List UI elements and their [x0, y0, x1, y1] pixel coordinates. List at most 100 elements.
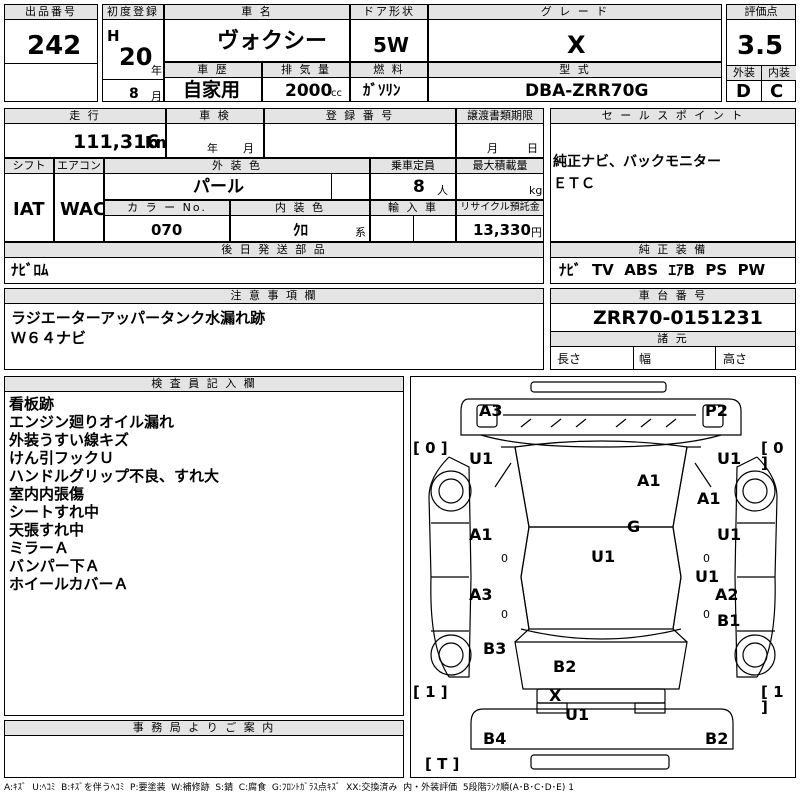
- damage-mark: U1: [565, 705, 590, 724]
- inspector-note-line: シートすれ中: [9, 503, 100, 521]
- score: 3.5: [737, 31, 784, 61]
- height-label: 高さ: [723, 352, 748, 366]
- chassis-label: 車 台 番 号: [551, 289, 795, 304]
- transfer-day-unit: 日: [527, 142, 538, 155]
- color-number-label: カ ラ ー No.: [105, 201, 229, 216]
- damage-mark: A2: [715, 585, 739, 604]
- displacement: 2000: [285, 81, 333, 101]
- damage-mark: U1: [591, 547, 616, 566]
- damage-mark: A1: [697, 489, 721, 508]
- notes-label: 注 意 事 項 欄: [5, 289, 543, 304]
- registration-number-label: 登 録 番 号: [265, 109, 455, 124]
- inspector-note-line: ホイールカバーＡ: [9, 575, 129, 593]
- small-marker: 0: [501, 608, 508, 621]
- fuel: ｶﾞｿﾘﾝ: [363, 81, 401, 99]
- exterior-color-box: 外 装 色 パール: [104, 158, 370, 200]
- recycle-box: リサイクル預託金 13,330 円: [456, 200, 544, 242]
- inspector-box: 検 査 員 記 入 欄 看板跡エンジン廻りオイル漏れ外装うすい線キズけん引フック…: [4, 376, 404, 716]
- score-box: 評価点 3.5 外装 内装 D C: [726, 4, 796, 102]
- displacement-unit: cc: [331, 88, 342, 99]
- damage-mark: A3: [469, 585, 493, 604]
- capacity-unit: 人: [437, 184, 448, 197]
- small-marker: 0: [501, 552, 508, 565]
- exterior-color-label: 外 装 色: [105, 159, 369, 174]
- exterior-grade: D: [736, 81, 751, 102]
- inspector-note-line: 看板跡: [9, 395, 55, 413]
- interior-label: 内装: [761, 66, 796, 81]
- import-label: 輸 入 車: [371, 201, 455, 216]
- shift-box: シフト IAT: [4, 158, 54, 242]
- legend: A:ｷｽﾞ U:ﾍｺﾐ B:ｷｽﾞを伴うﾍｺﾐ P:要塗装 W:補修跡 S:錆 …: [4, 783, 574, 793]
- damage-mark: B2: [705, 729, 729, 748]
- grade-box: グ レ ー ド X: [428, 4, 722, 62]
- note-line: Ｗ６４ナビ: [11, 329, 87, 347]
- damage-mark: G: [627, 517, 641, 536]
- exterior-color: パール: [193, 177, 244, 197]
- history: 自家用: [183, 79, 241, 101]
- sales-point-line: ＥＴＣ: [553, 176, 595, 192]
- interior-color: ｸﾛ: [293, 221, 309, 239]
- recycle-unit: 円: [531, 226, 542, 239]
- mileage-unit: km: [145, 133, 173, 152]
- inspector-note-line: 外装うすい線キズ: [9, 431, 130, 449]
- inspector-note-line: エンジン廻りオイル漏れ: [9, 413, 175, 431]
- grade: X: [567, 31, 586, 59]
- transfer-deadline-label: 譲渡書類期限: [457, 109, 543, 124]
- door-type: 5W: [373, 33, 409, 57]
- lot-number-box: 出品番号 242: [4, 4, 98, 102]
- inspector-note-line: 室内内張傷: [9, 485, 85, 503]
- inspector-label: 検 査 員 記 入 欄: [5, 377, 403, 392]
- ac: WAC: [60, 199, 107, 220]
- model-label: 型 式: [429, 63, 721, 78]
- mileage-label: 走 行: [5, 109, 165, 124]
- later-parts-label: 後 日 発 送 部 品: [5, 243, 543, 258]
- recycle-label: リサイクル預託金: [457, 201, 543, 216]
- color-number-box: カ ラ ー No. 070: [104, 200, 230, 242]
- chassis-number: ZRR70-0151231: [593, 307, 763, 329]
- lot-number-label: 出品番号: [5, 5, 97, 20]
- panel-count-bracket: [ 0 ]: [413, 439, 448, 457]
- damage-mark: U1: [469, 449, 494, 468]
- model-box: 型 式 DBA-ZRR70G: [428, 62, 722, 102]
- inspection-month-unit: 月: [243, 142, 254, 155]
- small-marker: 0: [703, 552, 710, 565]
- inspector-note-line: ミラーＡ: [9, 539, 70, 557]
- damage-mark: P2: [705, 401, 728, 420]
- import-box: 輸 入 車: [370, 200, 456, 242]
- panel-count-bracket: [ 1 ]: [413, 683, 448, 701]
- year-unit: 年: [151, 64, 162, 77]
- equipment-label: 純 正 装 備: [551, 243, 795, 258]
- max-load-box: 最大積載量 kg: [456, 158, 544, 200]
- mileage-box: 走 行 111,316 km: [4, 108, 172, 158]
- small-marker: 0: [703, 608, 710, 621]
- transfer-month-unit: 月: [487, 142, 498, 155]
- max-load-label: 最大積載量: [457, 159, 543, 174]
- score-label: 評価点: [727, 5, 795, 20]
- door-label: ドア形状: [351, 5, 427, 20]
- equipment-box: 純 正 装 備 ﾅﾋﾞ TV ABS ｴｱB PS PW: [550, 242, 796, 284]
- era: H: [107, 27, 120, 45]
- capacity-label: 乗車定員: [371, 159, 455, 174]
- exterior-label: 外装: [727, 66, 761, 81]
- damage-mark: A3: [479, 401, 503, 420]
- registration-number-box: 登 録 番 号: [264, 108, 456, 158]
- max-load-unit: kg: [529, 184, 543, 197]
- history-label: 車 歴: [165, 63, 261, 78]
- inspection-box: 車 検 年 月: [166, 108, 264, 158]
- later-parts: ﾅﾋﾞﾛﾑ: [11, 261, 49, 279]
- panel-count-bracket: [ 0 ]: [761, 439, 784, 472]
- damage-mark: A1: [469, 525, 493, 544]
- damage-mark: A1: [637, 471, 661, 490]
- color-number: 070: [151, 221, 183, 239]
- later-parts-box: 後 日 発 送 部 品 ﾅﾋﾞﾛﾑ: [4, 242, 544, 284]
- ac-box: エアコン WAC: [54, 158, 107, 242]
- transfer-deadline-box: 譲渡書類期限 月 日: [456, 108, 544, 158]
- notes-box: 注 意 事 項 欄 ラジエーターアッパータンク水漏れ跡 Ｗ６４ナビ: [4, 288, 544, 370]
- car-outline-drawing: [428, 381, 778, 770]
- fuel-box: 燃 料 ｶﾞｿﾘﾝ: [350, 62, 428, 102]
- recycle-fee: 13,330: [473, 221, 531, 239]
- registration-year: 20: [119, 43, 153, 71]
- history-box: 車 歴 自家用: [164, 62, 262, 102]
- first-registration-label: 初度登録: [103, 5, 163, 20]
